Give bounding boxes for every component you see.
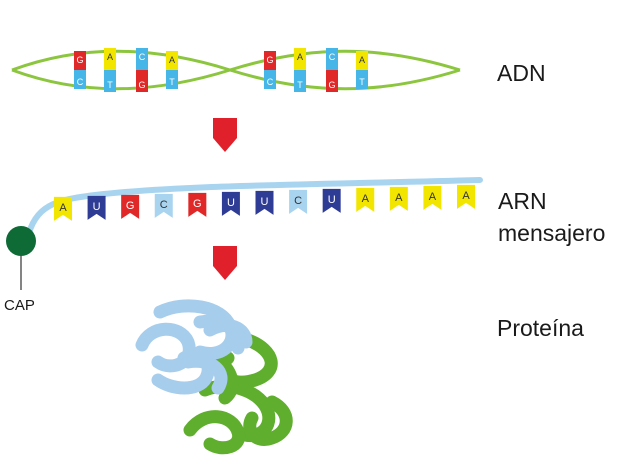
mrna-base: C [289, 189, 308, 214]
dna-base-pair: AT [104, 48, 116, 92]
dna-base-top-letter: A [297, 52, 303, 62]
mrna-bases: A U G C G U U C U A A A A [54, 184, 475, 221]
mrna-label-line2: mensajero [498, 220, 606, 246]
dna-label: ADN [497, 60, 546, 86]
mrna-base-flag [154, 193, 173, 218]
protein-label: Proteína [497, 315, 584, 341]
mrna-base-flag [121, 194, 140, 219]
dna-base-top-letter: A [359, 55, 365, 65]
protein-icon [135, 299, 293, 455]
mrna-base: G [188, 192, 207, 217]
dna-base-bottom-letter: T [359, 77, 365, 87]
mrna-base-flag [255, 190, 274, 215]
protein-ribbon-blue [135, 299, 253, 395]
mrna-label-line1: ARN [498, 188, 547, 214]
mrna-base: A [423, 185, 442, 210]
mrna-base-flag [457, 184, 475, 209]
mrna-base-letter: A [59, 202, 67, 214]
mrna-base: A [54, 196, 72, 221]
mrna-base-flag [188, 192, 207, 217]
dna-base-bottom-letter: G [328, 80, 335, 90]
dna-base-pair: CG [136, 48, 148, 92]
mrna-base-flag [87, 195, 106, 220]
dna-base-bottom [104, 70, 116, 92]
dna-base-pair: GC [264, 51, 276, 89]
dna-base-bottom-letter: G [138, 80, 145, 90]
dna-base-top-letter: G [266, 55, 273, 65]
mrna-base-letter: U [227, 197, 235, 209]
mrna-base-letter: G [126, 200, 135, 212]
dna-base-top-letter: A [107, 52, 113, 62]
mrna-base-letter: A [429, 191, 437, 203]
dna-base-pair: GC [74, 51, 86, 89]
mrna-strand: A U G C G U U C U A A A A [6, 177, 483, 290]
dna-base-bottom-letter: C [267, 77, 274, 87]
mrna-base-flag [54, 196, 72, 221]
dna-base-top-letter: C [329, 52, 336, 62]
mrna-base: A [457, 184, 475, 209]
dna-base-bottom-letter: T [297, 80, 303, 90]
mrna-base-letter: U [93, 201, 101, 213]
dna-base-pair: AT [356, 51, 368, 89]
mrna-base-flag [221, 191, 240, 216]
mrna-base-letter: C [160, 199, 168, 211]
mrna-base-letter: G [193, 198, 202, 210]
mrna-base-letter: A [462, 190, 470, 202]
dna-base-bottom [136, 70, 148, 92]
dna-base-bottom-letter: T [107, 80, 113, 90]
dna-base-top [326, 48, 338, 70]
dna-base-top-letter: G [76, 55, 83, 65]
dna-base-pair: AT [294, 48, 306, 92]
mrna-base-flag [423, 185, 442, 210]
mrna-base-letter: A [395, 192, 403, 204]
dna-base-top [74, 51, 86, 70]
dna-base-bottom [74, 70, 86, 89]
mrna-label: ARN mensajero [498, 185, 605, 249]
mrna-base: G [121, 194, 140, 219]
mrna-base: U [221, 191, 240, 216]
dna-base-bottom [356, 70, 368, 89]
cap-label: CAP [4, 297, 35, 314]
dna-base-top [136, 48, 148, 70]
dna-base-top [104, 48, 116, 70]
mrna-base-letter: A [362, 193, 370, 205]
mrna-base-letter: C [294, 195, 302, 207]
mrna-backbone [24, 177, 483, 243]
cap-icon [6, 226, 36, 256]
dna-base-top-letter: A [169, 55, 175, 65]
mrna-base-flag [322, 188, 341, 213]
dna-base-bottom [264, 70, 276, 89]
mrna-base: A [356, 187, 375, 212]
mrna-base-letter: U [261, 196, 269, 208]
mrna-base-flag [289, 189, 308, 214]
dna-base-top [294, 48, 306, 70]
dna-base-top [264, 51, 276, 70]
dna-base-pair: AT [166, 51, 178, 89]
mrna-base-letter: U [328, 194, 336, 206]
dna-base-top [356, 51, 368, 70]
mrna-base: A [389, 186, 408, 211]
mrna-base-flag [389, 186, 408, 211]
mrna-base: C [154, 193, 173, 218]
dna-base-bottom [166, 70, 178, 89]
mrna-base: U [255, 190, 274, 215]
dna-base-bottom [326, 70, 338, 92]
arrow-mrna-to-protein [213, 246, 237, 280]
arrow-dna-to-mrna [213, 118, 237, 152]
mrna-base-flag [356, 187, 375, 212]
dna-base-pair: CG [326, 48, 338, 92]
mrna-base: U [87, 195, 106, 220]
dna-base-top-letter: C [139, 52, 146, 62]
dna-base-top [166, 51, 178, 70]
dna-base-bottom-letter: C [77, 77, 84, 87]
dna-base-bottom-letter: T [169, 77, 175, 87]
dna-base-bottom [294, 70, 306, 92]
mrna-base: U [322, 188, 341, 213]
